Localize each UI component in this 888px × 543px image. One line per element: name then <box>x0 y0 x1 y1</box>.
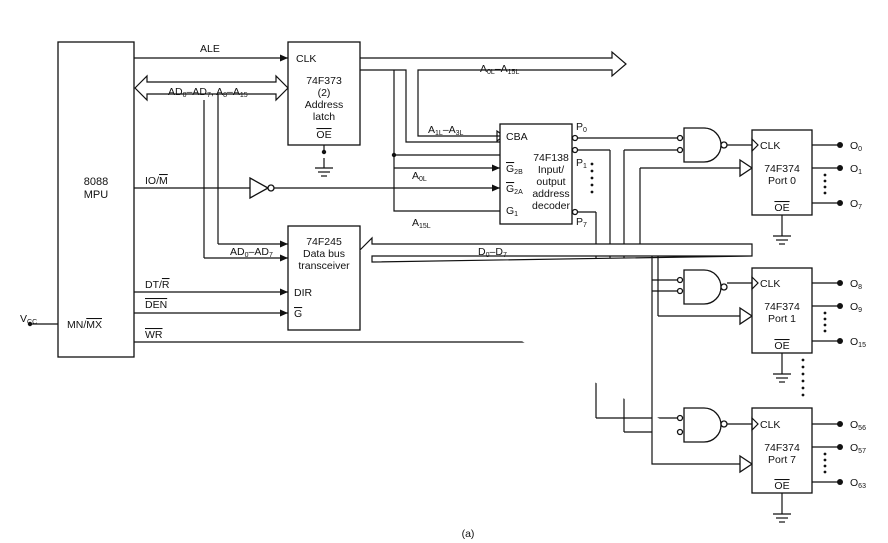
nand-gate-port1 <box>676 269 752 305</box>
decoder-g2a-label: G2A <box>506 183 523 196</box>
port0-out-7: O7 <box>850 198 862 211</box>
mpu-label-1: 8088 <box>84 176 108 188</box>
transceiver-g-label: G <box>294 308 302 320</box>
port1-clk-label: CLK <box>760 278 780 290</box>
a1-a3-label: A1L–A3L <box>428 124 464 137</box>
ale-signal: ALE <box>134 43 288 62</box>
decoder-g2b-label: G2B <box>506 163 523 176</box>
address-bus-label: AD0–AD7, A8–A15 <box>168 86 248 99</box>
decoder-p7-label: P7 <box>576 216 587 229</box>
figure-caption: (a) <box>462 528 475 540</box>
output-port-7: CLK 74F374 Port 7 OE O56 O57 O63 <box>751 407 866 523</box>
nand-gate-port0 <box>676 127 752 163</box>
io-m-signal: IO/M <box>134 164 500 200</box>
port7-out-56: O56 <box>850 419 866 432</box>
mpu-block: 8088 MPU MN/MX VCC <box>20 41 135 358</box>
address-decoder: CBA G2B G2A G1 74F138 Input/ output addr… <box>499 121 594 229</box>
latch-chip-label: 74F373 <box>306 75 342 87</box>
port1-name-label: Port 1 <box>768 313 796 325</box>
decoder-p0-label: P0 <box>576 121 587 134</box>
out-bus-label: A0L–A15L <box>480 63 519 76</box>
dt-r-label: DT/R <box>145 279 170 291</box>
data-transceiver: 74F245 Data bus transceiver DIR G <box>287 225 361 331</box>
mn-mx-pin-label: MN/MX <box>67 319 102 331</box>
vcc-label: VCC <box>20 313 37 326</box>
decoder-g1-label: G1 <box>506 205 518 218</box>
port1-chip-label: 74F374 <box>764 301 800 313</box>
port0-chip-label: 74F374 <box>764 163 800 175</box>
data-bus: D0–D7 <box>359 158 754 474</box>
latch-clk-label: CLK <box>296 53 316 65</box>
nand-gate-port7 <box>676 407 752 443</box>
port7-out-63: O63 <box>850 477 866 490</box>
port0-out-0: O0 <box>850 140 862 153</box>
latch-oe-label: OE <box>316 129 331 141</box>
port1-out-9: O9 <box>850 301 862 314</box>
address-data-bus: AD0–AD7, A8–A15 AD0–AD7 <box>134 74 289 262</box>
output-port-1: CLK 74F374 Port 1 OE O8 O9 O15 <box>751 267 866 383</box>
latched-address-bus: A0L–A15L A1L–A3L A0L A15L <box>360 50 627 230</box>
mpu-label-2: MPU <box>84 189 109 201</box>
port7-chip-label: 74F374 <box>764 442 800 454</box>
decoder-cba-label: CBA <box>506 131 528 143</box>
a15l-label: A15L <box>412 217 431 230</box>
port7-out-57: O57 <box>850 442 866 455</box>
port1-out-15: O15 <box>850 336 866 349</box>
latch-name-2: latch <box>313 111 335 123</box>
decoder-name-3: address <box>532 188 569 200</box>
port1-oe-label: OE <box>774 340 789 352</box>
decoder-name-4: decoder <box>532 200 570 212</box>
wr-label: WR <box>145 329 163 341</box>
port7-clk-label: CLK <box>760 419 780 431</box>
den-label: DEN <box>145 299 167 311</box>
transceiver-dir-label: DIR <box>294 287 313 299</box>
ad-low-label: AD0–AD7 <box>230 246 273 259</box>
port7-oe-label: OE <box>774 480 789 492</box>
port0-name-label: Port 0 <box>768 175 796 187</box>
address-latch: CLK 74F373 (2) Address latch OE <box>287 41 361 177</box>
output-port-0: CLK 74F374 Port 0 OE O0 O1 O7 <box>751 129 862 245</box>
ale-label: ALE <box>200 43 220 55</box>
a0l-label: A0L <box>412 170 427 183</box>
port7-name-label: Port 7 <box>768 454 796 466</box>
latch-count-label: (2) <box>318 87 331 99</box>
io-m-label: IO/M <box>145 175 168 187</box>
port0-clk-label: CLK <box>760 140 780 152</box>
decoder-name-2: output <box>536 176 565 188</box>
port1-out-8: O8 <box>850 278 862 291</box>
decoder-name-1: Input/ <box>538 164 564 176</box>
transceiver-name-1: Data bus <box>303 248 345 260</box>
ports-continuation-dots <box>801 358 805 397</box>
latch-name-1: Address <box>305 99 344 111</box>
transceiver-name-2: transceiver <box>298 260 350 272</box>
data-bus-label: D0–D7 <box>478 246 507 259</box>
transceiver-chip-label: 74F245 <box>306 236 342 248</box>
decoder-p1-label: P1 <box>576 157 587 170</box>
port0-oe-label: OE <box>774 202 789 214</box>
port0-out-1: O1 <box>850 163 862 176</box>
decoder-chip-label: 74F138 <box>533 152 569 164</box>
